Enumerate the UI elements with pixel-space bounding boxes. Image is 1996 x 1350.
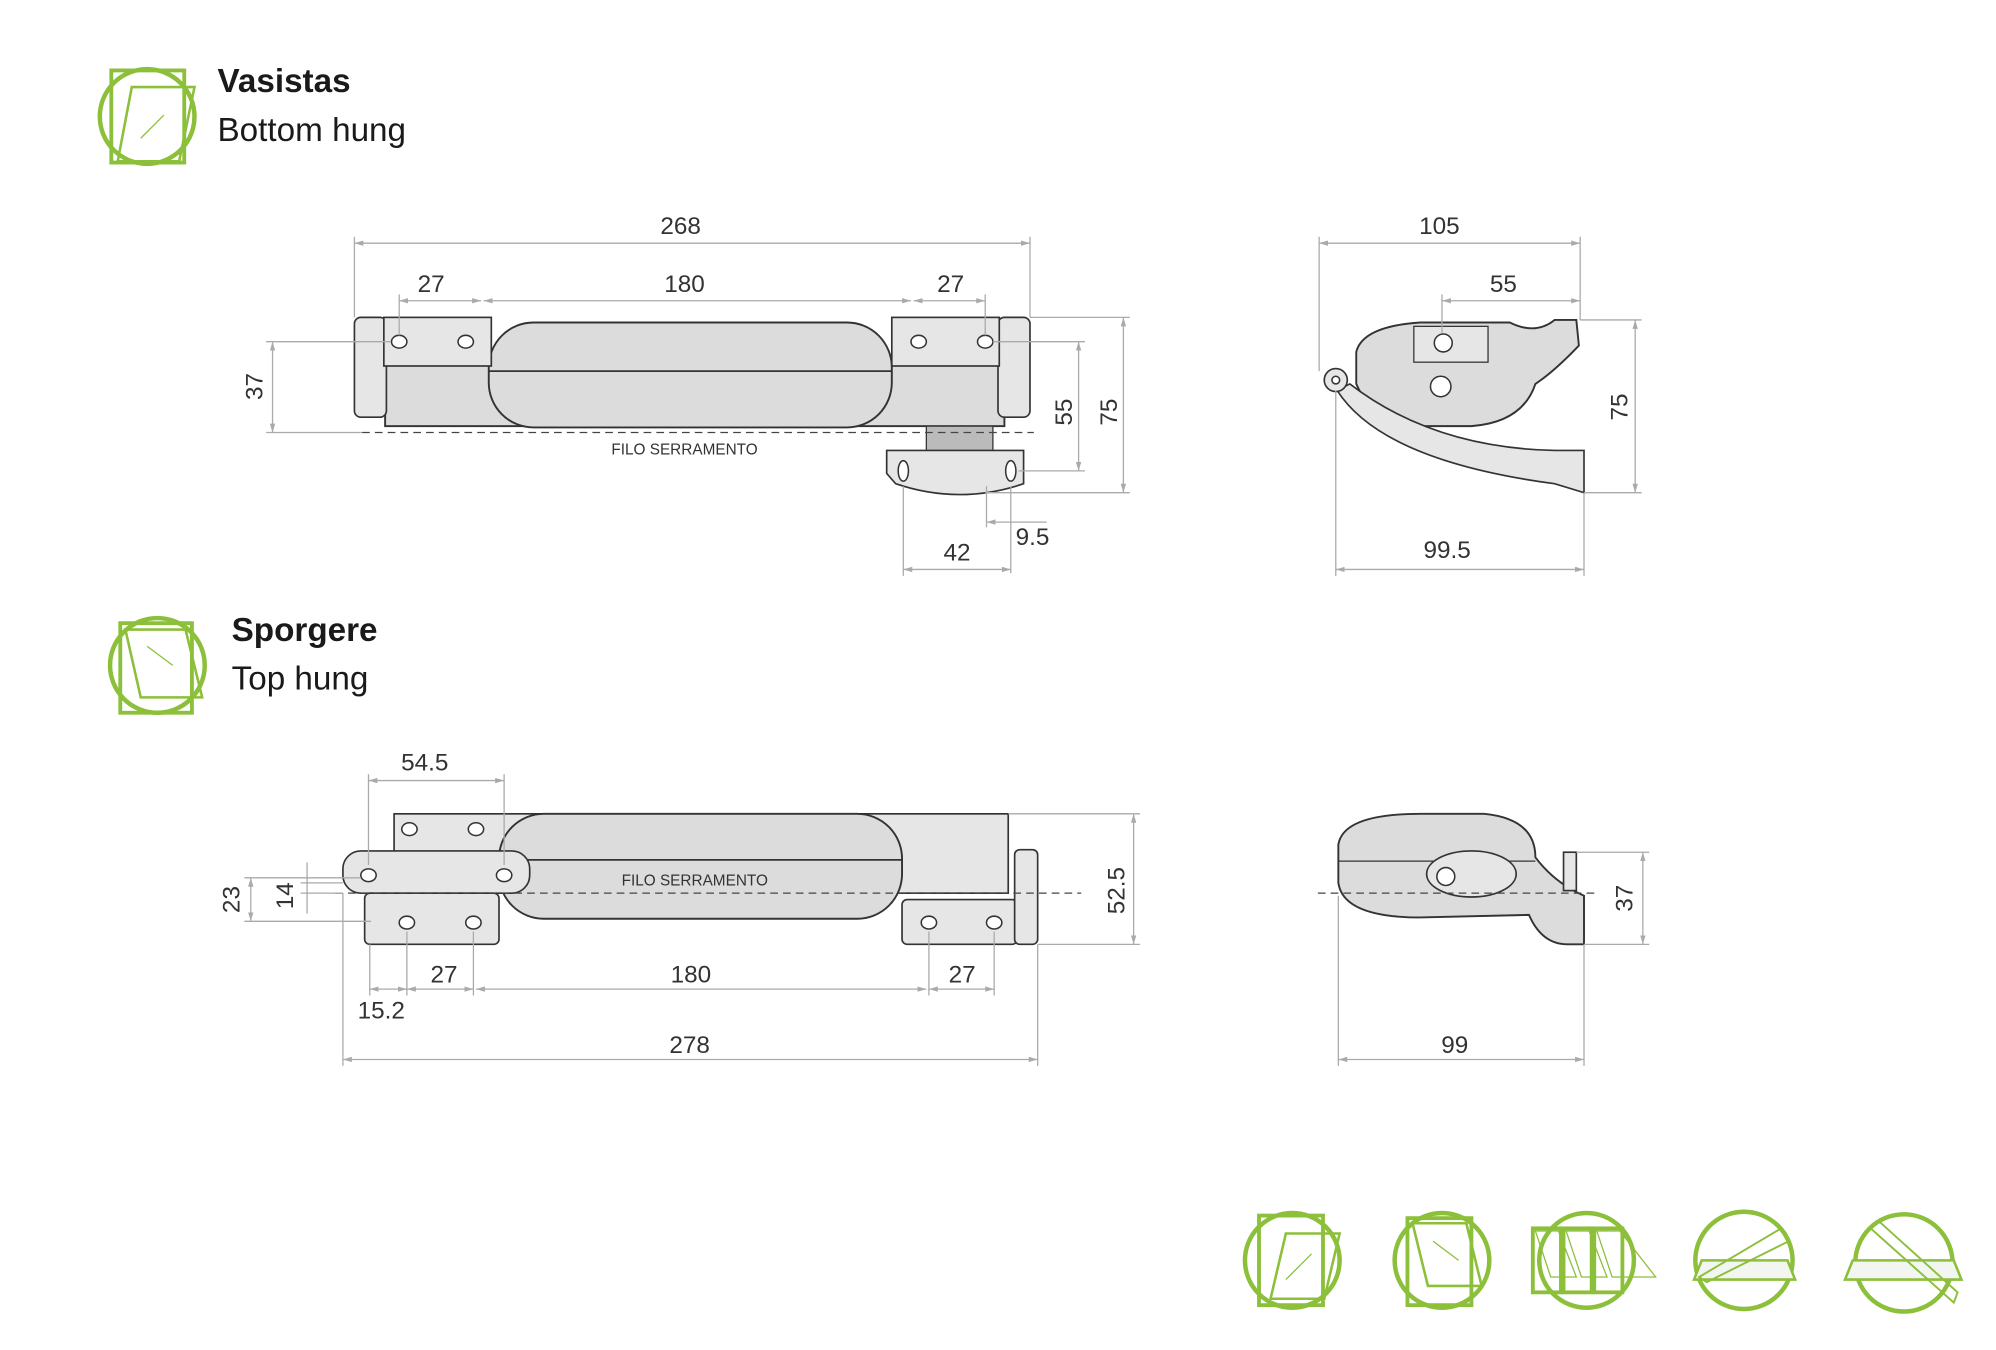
dim-42: 42: [944, 539, 971, 566]
section-title: Sporgere: [232, 612, 378, 649]
dim-268: 268: [660, 213, 701, 240]
dimension-lines: [244, 774, 1141, 1066]
filo-serramento-label: FILO SERRAMENTO: [622, 872, 768, 889]
dimension-lines: [1337, 851, 1650, 1066]
dim-27-right: 27: [949, 962, 976, 989]
dim-54-5: 54.5: [401, 749, 448, 776]
dim-55-side: 55: [1490, 271, 1517, 298]
dim-75: 75: [1096, 399, 1123, 426]
dim-37: 37: [241, 373, 268, 400]
dimension-lines: [1318, 236, 1642, 576]
dim-180: 180: [664, 271, 705, 298]
top-hung-front-view: [335, 812, 1082, 946]
louvre-window-icon: [1530, 1210, 1657, 1310]
section-subtitle: Top hung: [232, 661, 369, 698]
section-title: Vasistas: [218, 63, 351, 100]
top-hung-side-view: [1317, 812, 1600, 946]
skylight-window-icon: [1692, 1209, 1798, 1312]
dim-15-2: 15.2: [358, 998, 405, 1025]
bottom-hung-front-view: [353, 316, 1034, 496]
bottom-hung-icon: [97, 66, 197, 167]
filo-serramento-label: FILO SERRAMENTO: [611, 441, 757, 458]
dim-27-left: 27: [430, 962, 457, 989]
bottom-hung-window-icon: [1242, 1210, 1342, 1310]
dim-278: 278: [669, 1032, 710, 1059]
dim-27-left: 27: [418, 271, 445, 298]
dim-75-side: 75: [1607, 393, 1634, 420]
dim-55: 55: [1051, 399, 1078, 426]
dim-23: 23: [218, 886, 245, 913]
section-subtitle: Bottom hung: [218, 112, 407, 149]
dim-180: 180: [671, 962, 712, 989]
top-hung-window-icon: [1392, 1210, 1492, 1310]
dim-27-right: 27: [937, 271, 964, 298]
dim-99: 99: [1441, 1032, 1468, 1059]
pivot-skylight-window-icon: [1843, 1212, 1964, 1314]
bottom-hung-side-view: [1323, 318, 1585, 494]
dim-37-side: 37: [1612, 885, 1639, 912]
dim-14: 14: [272, 882, 299, 909]
dim-105: 105: [1419, 213, 1460, 240]
dim-9-5: 9.5: [1016, 524, 1050, 551]
dim-52-5: 52.5: [1104, 867, 1131, 914]
dim-99-5: 99.5: [1423, 537, 1470, 564]
top-hung-icon: [107, 615, 207, 715]
dimension-lines: [266, 236, 1130, 576]
